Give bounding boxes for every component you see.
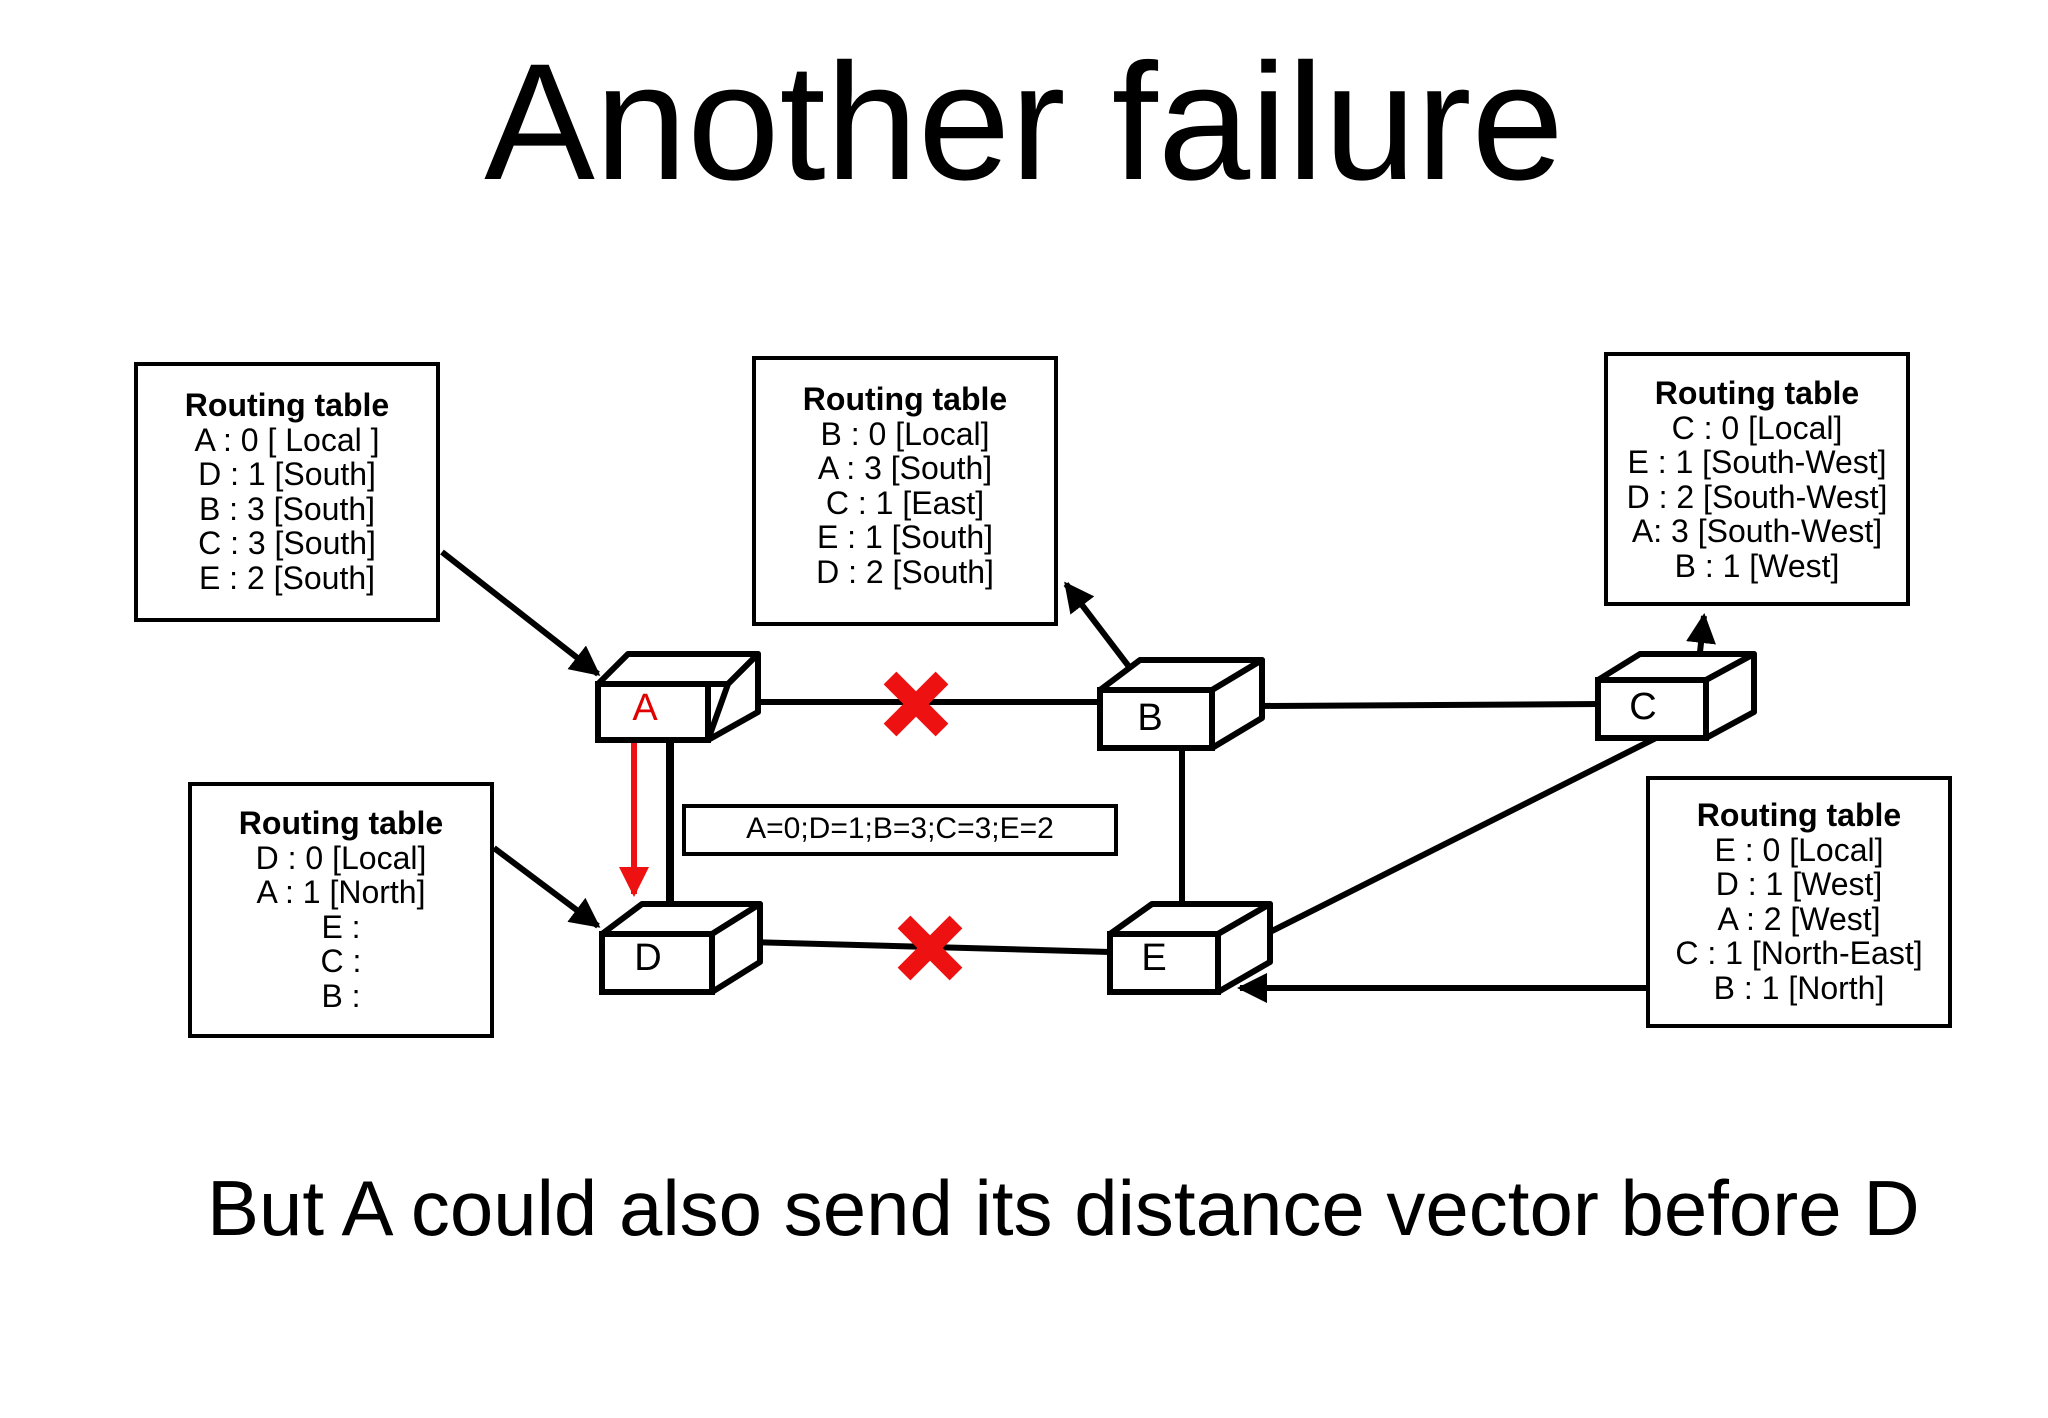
router-label-d: D	[634, 937, 662, 979]
routing-table-c-row: D : 2 [South-West]	[1626, 478, 1888, 515]
routing-table-d: Routing table D : 0 [Local] A : 1 [North…	[188, 782, 494, 1038]
router-label-b: B	[1137, 697, 1163, 739]
routing-table-a-row: A : 0 [ Local ]	[194, 421, 380, 458]
routing-table-c: Routing table C : 0 [Local] E : 1 [South…	[1604, 352, 1910, 606]
routing-table-c-heading: Routing table	[1654, 375, 1860, 411]
routing-table-d-row: D : 0 [Local]	[255, 839, 427, 876]
failure-mark-d-e	[897, 915, 963, 981]
slide-title: Another failure	[484, 30, 1564, 215]
router-b	[1097, 657, 1265, 751]
routing-table-b-row: E : 1 [South]	[816, 519, 994, 555]
routing-table-b-row: C : 1 [East]	[825, 484, 985, 521]
failure-mark-a-b	[883, 671, 949, 737]
routing-table-b-row: A : 3 [South]	[817, 450, 993, 486]
router-d	[599, 901, 763, 995]
routing-table-d-row: A : 1 [North]	[256, 874, 426, 910]
routing-table-d-row: B :	[321, 977, 361, 1014]
routing-table-e: Routing table E : 0 [Local] D : 1 [West]…	[1646, 776, 1952, 1028]
links	[666, 699, 1662, 955]
routing-table-c-row: E : 1 [South-West]	[1627, 444, 1887, 480]
routing-table-a-row: E : 2 [South]	[198, 559, 376, 596]
pointer-table-c	[1686, 613, 1716, 653]
routing-table-c-row: C : 0 [Local]	[1671, 409, 1843, 446]
routing-table-c-row: B : 1 [West]	[1674, 547, 1840, 584]
routing-table-e-row: C : 1 [North-East]	[1675, 935, 1923, 971]
routing-table-b-heading: Routing table	[802, 381, 1008, 417]
routing-table-b-row: D : 2 [South]	[816, 553, 994, 590]
link-c-e	[1260, 733, 1662, 939]
router-label-c: C	[1629, 686, 1657, 728]
routing-table-a-row: C : 3 [South]	[198, 525, 376, 561]
routing-table-d-row: C :	[320, 943, 362, 979]
routing-table-a-row: B : 3 [South]	[198, 490, 376, 527]
pointer-table-d	[492, 845, 601, 929]
slide-caption: But A could also send its distance vecto…	[207, 1164, 1920, 1252]
table-pointers	[440, 549, 1716, 1003]
routing-table-d-row: E :	[321, 908, 361, 945]
router-c	[1595, 651, 1757, 741]
routing-table-b-row: B : 0 [Local]	[820, 415, 990, 452]
routing-table-a-row: D : 1 [South]	[198, 456, 376, 492]
pointer-table-b	[1063, 581, 1133, 670]
pointer-table-a	[440, 549, 601, 677]
router-a	[595, 651, 761, 743]
router-e	[1107, 901, 1273, 995]
routing-table-d-heading: Routing table	[238, 805, 444, 841]
routing-table-e-row: E : 0 [Local]	[1714, 831, 1884, 868]
routing-table-b: Routing table B : 0 [Local] A : 3 [South…	[752, 356, 1058, 626]
distance-vector-message: A=0;D=1;B=3;C=3;E=2	[682, 804, 1118, 856]
routing-table-e-row: D : 1 [West]	[1715, 866, 1883, 902]
routing-table-e-row: A : 2 [West]	[1717, 900, 1881, 937]
routing-table-c-row: A: 3 [South-West]	[1631, 513, 1883, 549]
router-label-a: A	[632, 687, 658, 729]
router-label-e: E	[1141, 937, 1167, 979]
routing-table-e-heading: Routing table	[1696, 797, 1902, 833]
routing-table-a-heading: Routing table	[184, 387, 390, 423]
link-b-c	[1259, 701, 1601, 709]
routing-table-e-row: B : 1 [North]	[1713, 969, 1885, 1006]
routing-table-a: Routing table A : 0 [ Local ] D : 1 [Sou…	[134, 362, 440, 622]
